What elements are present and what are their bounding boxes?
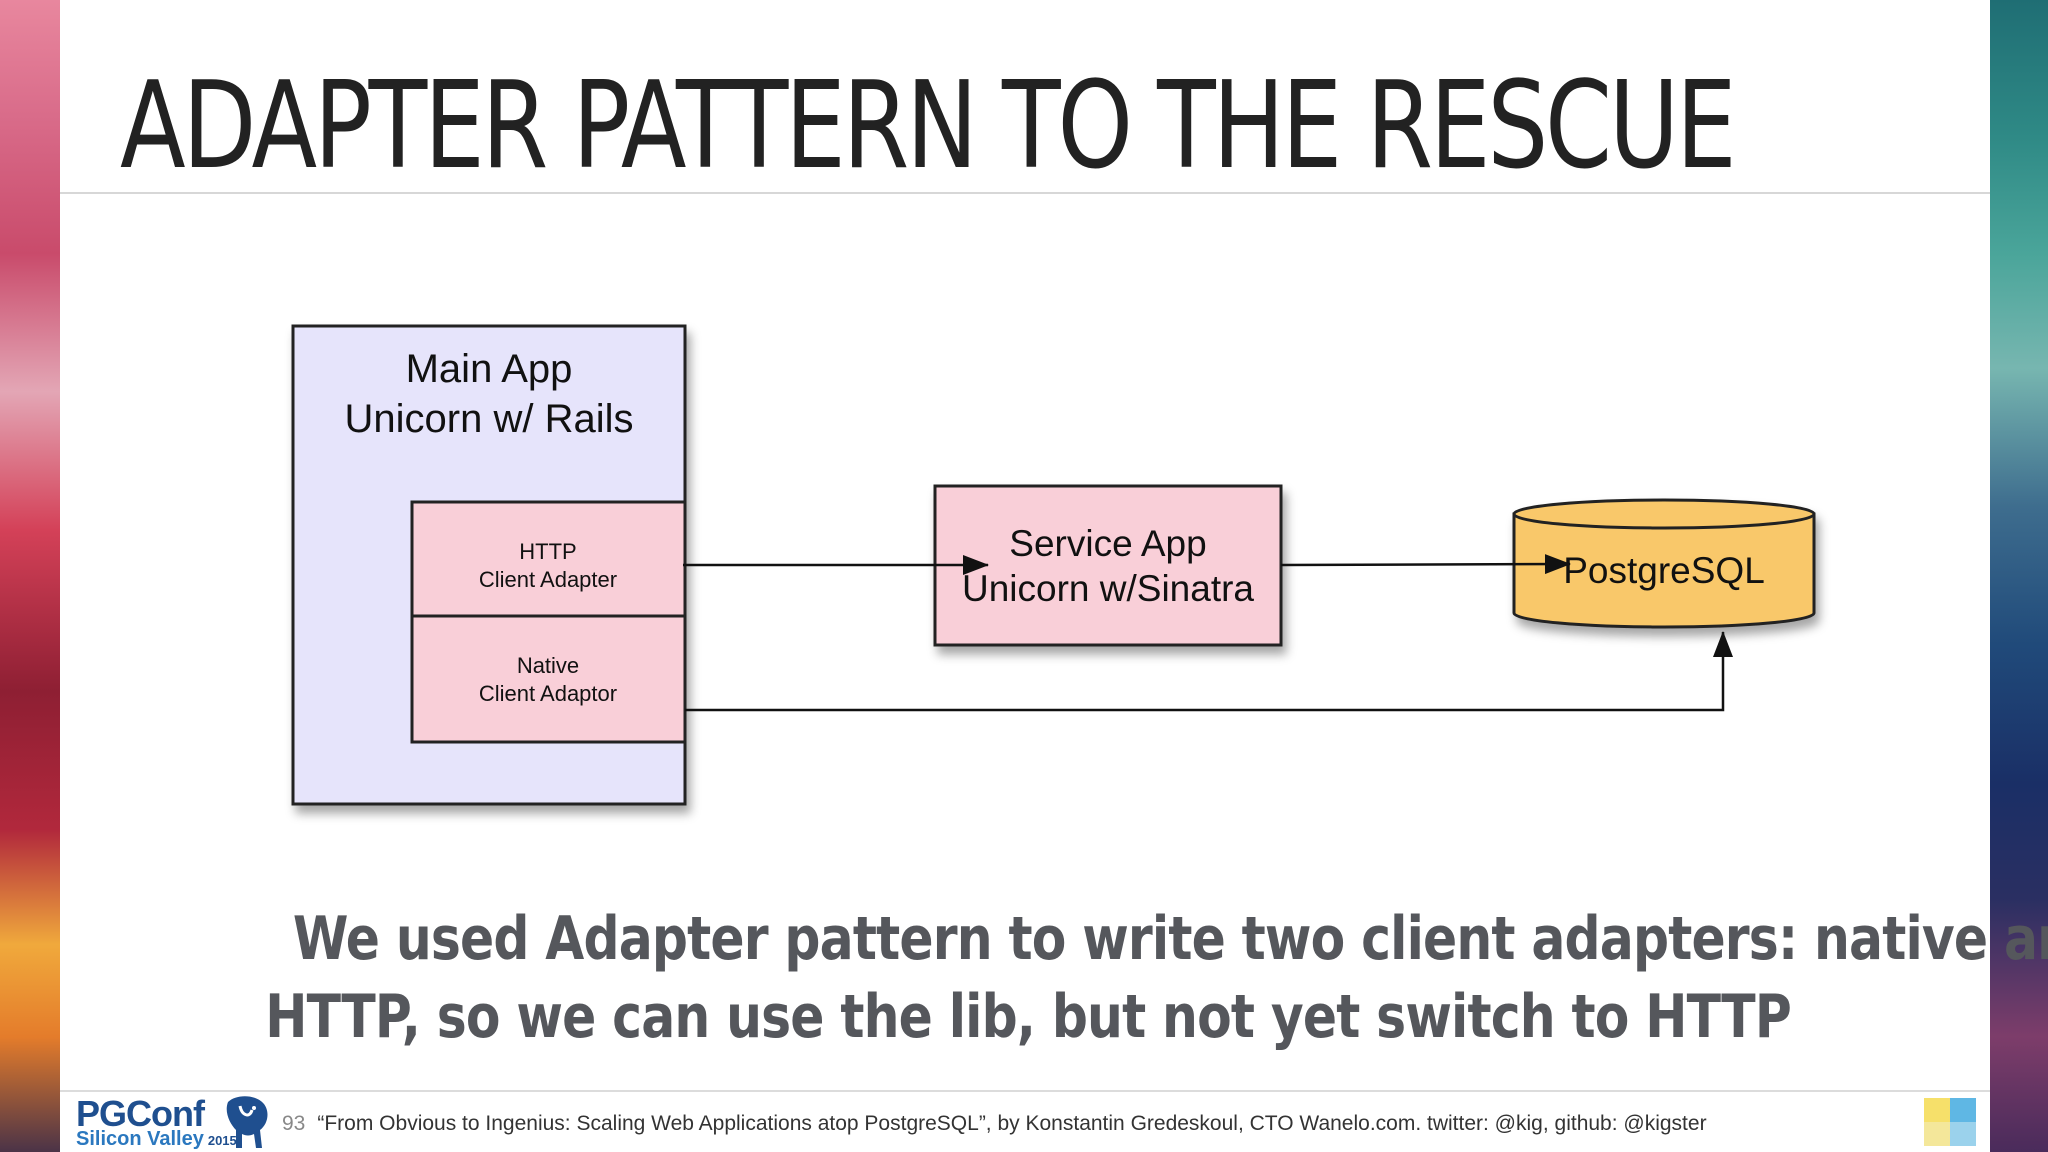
- native-adapter-line2: Client Adaptor: [479, 681, 617, 706]
- footer-divider: [60, 1090, 1990, 1092]
- http-client-adapter-box: HTTP Client Adapter: [410, 500, 687, 618]
- caption-line-1: We used Adapter pattern to write two cli…: [292, 904, 2048, 974]
- logo-wordmark: PGConf: [76, 1093, 205, 1134]
- main-app-subtitle: Unicorn w/ Rails: [345, 397, 634, 441]
- title-divider: [60, 192, 1990, 194]
- native-adapter-line1: Native: [517, 653, 579, 678]
- native-client-adapter-box: Native Client Adaptor: [410, 614, 687, 744]
- page-number: 93: [282, 1112, 306, 1135]
- arrow-native-to-postgres: [685, 631, 1733, 712]
- caption-line-2: HTTP, so we can use the lib, but not yet…: [265, 982, 1791, 1052]
- architecture-diagram: Main App Unicorn w/ Rails HTTP Client Ad…: [291, 324, 1816, 806]
- right-decorative-border: [1990, 0, 2048, 1152]
- main-app-title: Main App: [406, 347, 573, 391]
- slide: ADAPTER PATTERN TO THE RESCUE Main App U…: [60, 0, 2048, 1152]
- citation-text: “From Obvious to Ingenius: Scaling Web A…: [317, 1112, 1707, 1135]
- postgresql-label: PostgreSQL: [1563, 550, 1765, 591]
- footer-citation: 93 “From Obvious to Ingenius: Scaling Web…: [282, 1111, 1707, 1137]
- logo-year: 2015: [207, 1133, 237, 1148]
- service-app-subtitle: Unicorn w/Sinatra: [962, 568, 1254, 609]
- elephant-logo-icon: [226, 1096, 268, 1148]
- postgresql-database: [1512, 498, 1816, 629]
- slide-caption: We used Adapter pattern to write two cli…: [120, 900, 2048, 1056]
- http-adapter-line1: HTTP: [519, 539, 576, 564]
- corner-squares-icon: [1924, 1098, 1976, 1146]
- http-adapter-line2: Client Adapter: [479, 567, 617, 592]
- logo-location: Silicon Valley: [76, 1128, 204, 1150]
- service-app-box: Service App Unicorn w/Sinatra: [933, 484, 1283, 647]
- slide-title: ADAPTER PATTERN TO THE RESCUE: [120, 57, 1737, 196]
- left-decorative-border: [0, 0, 60, 1152]
- arrow-service-to-postgres: [1280, 554, 1571, 575]
- service-app-title: Service App: [1009, 523, 1206, 564]
